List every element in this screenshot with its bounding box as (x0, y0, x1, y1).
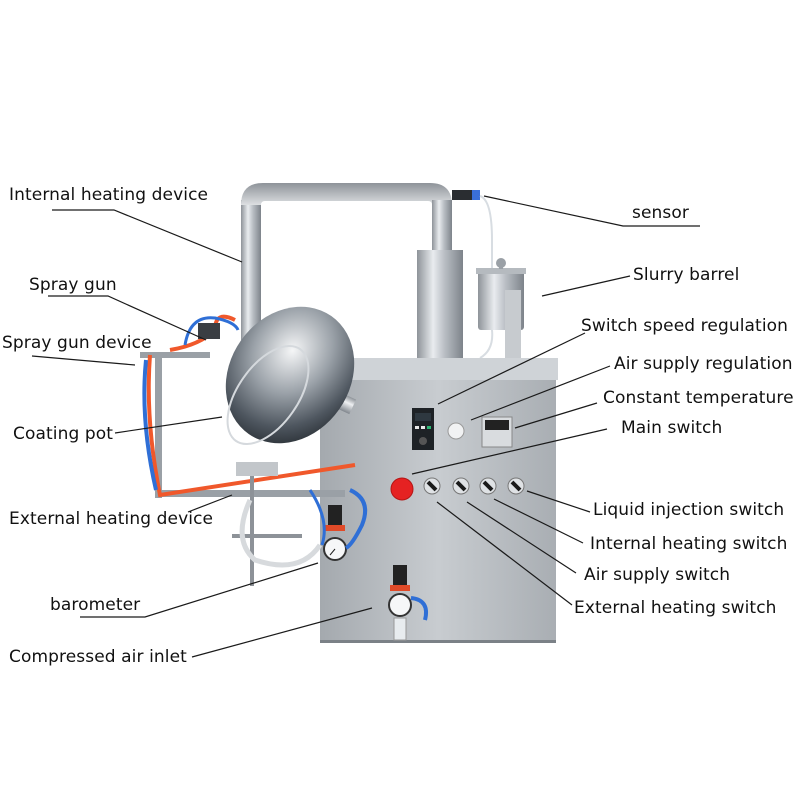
label-constant-temperature: Constant temperature (603, 388, 794, 408)
sensor-body (452, 190, 480, 200)
speed-controller (412, 408, 434, 450)
label-barometer: barometer (50, 595, 141, 615)
label-switch-speed-regulation: Switch speed regulation (581, 316, 789, 336)
emergency-main-switch (390, 477, 414, 501)
leader-lines (31, 195, 700, 658)
label-spray-gun: Spray gun (29, 275, 117, 295)
label-spray-gun-device: Spray gun device (2, 333, 152, 353)
label-internal-heating-switch: Internal heating switch (590, 534, 788, 554)
label-slurry-barrel: Slurry barrel (633, 265, 740, 285)
control-cabinet (320, 358, 558, 643)
air-inlet-regulator (388, 565, 412, 641)
label-compressed-air-inlet: Compressed air inlet (9, 647, 187, 667)
label-coating-pot: Coating pot (13, 424, 114, 444)
label-sensor: sensor (632, 203, 689, 223)
spray-gun-nozzle (198, 323, 220, 339)
label-main-switch: Main switch (621, 418, 723, 438)
coating-pot-shape (225, 306, 357, 445)
label-liquid-injection-switch: Liquid injection switch (593, 500, 785, 520)
label-air-supply-switch: Air supply switch (584, 565, 731, 585)
label-internal-heating-device: Internal heating device (9, 185, 209, 205)
slurry-barrel-unit (476, 258, 526, 362)
temperature-controller (481, 416, 513, 448)
internal-heating-duct (241, 183, 480, 360)
label-external-heating-device: External heating device (9, 509, 214, 529)
label-external-heating-switch: External heating switch (574, 598, 777, 618)
barometer-regulator (323, 505, 347, 561)
air-regulation-knob (447, 422, 465, 440)
label-air-supply-regulation: Air supply regulation (614, 354, 793, 374)
support-stand (232, 462, 326, 586)
